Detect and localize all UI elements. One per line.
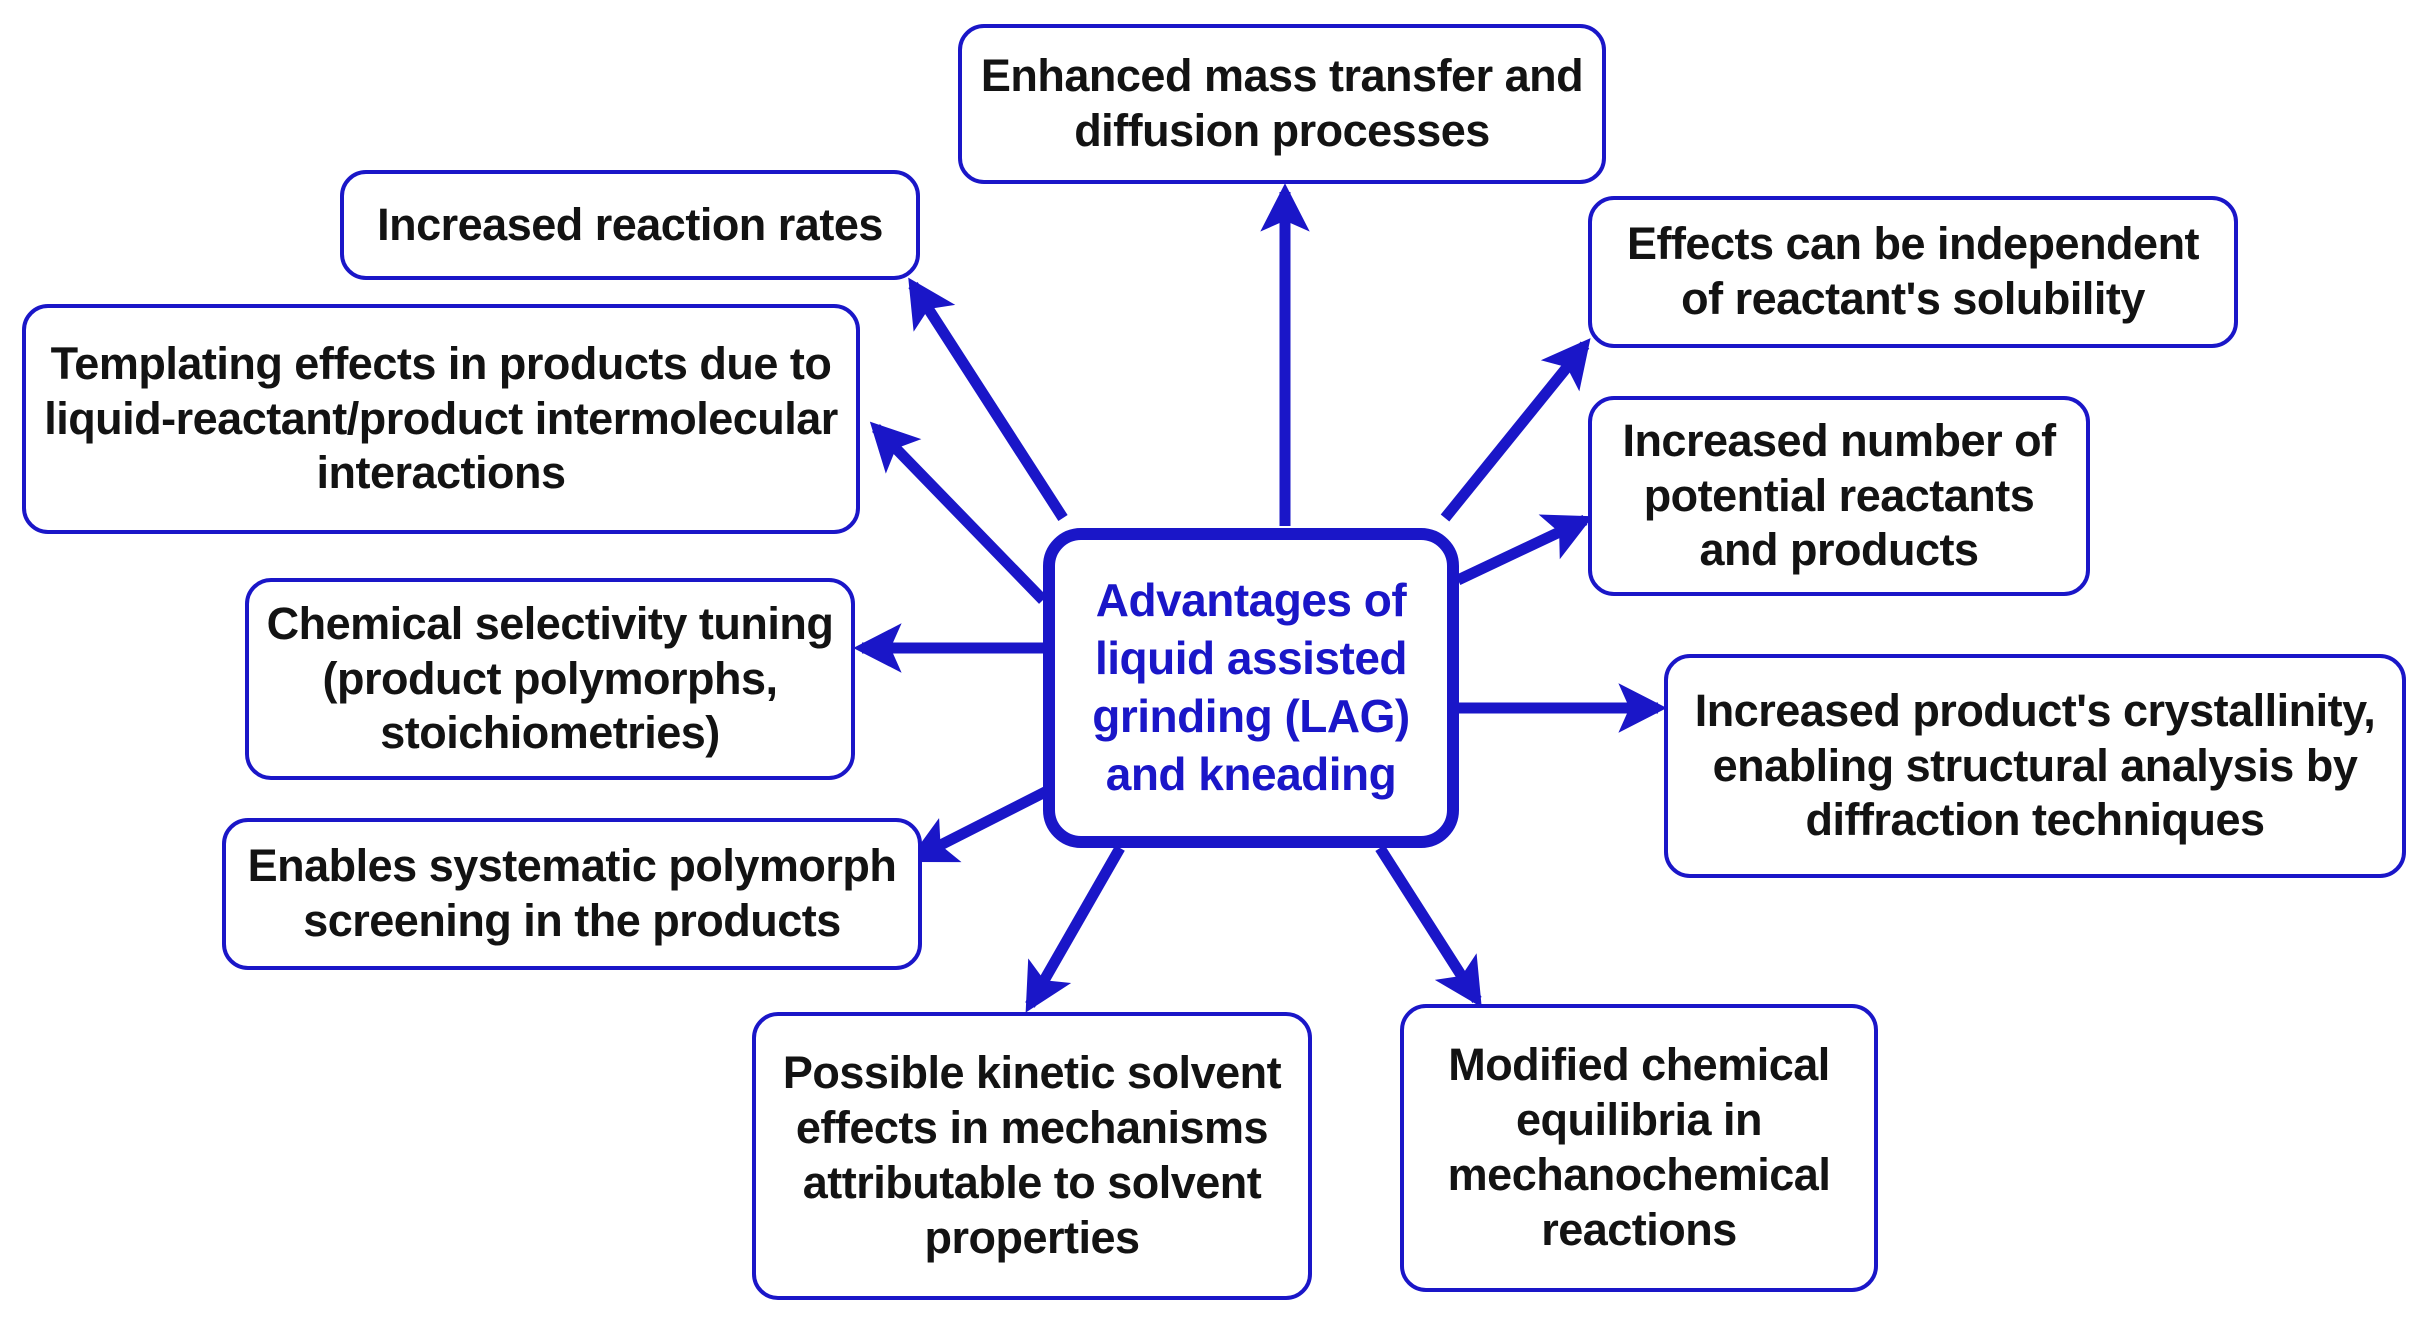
arrow-to-increased-reactants: [1455, 514, 1593, 585]
node-label: Increased number of potential reactants …: [1622, 414, 2056, 576]
node-label: Templating effects in products due to li…: [44, 337, 838, 499]
node-independent-solubility[interactable]: Effects can be independent of reactant's…: [1588, 196, 2238, 348]
node-templating-effects[interactable]: Templating effects in products due to li…: [22, 304, 860, 534]
node-increased-reaction-rates[interactable]: Increased reaction rates: [340, 170, 920, 280]
node-polymorph-screening[interactable]: Enables systematic polymorph screening i…: [222, 818, 922, 970]
arrow-to-increased-reaction-rates: [908, 277, 1068, 521]
node-label: Enhanced mass transfer and diffusion pro…: [980, 50, 1584, 156]
node-kinetic-solvent-effects[interactable]: Possible kinetic solvent effects in mech…: [752, 1012, 1312, 1300]
node-chemical-selectivity[interactable]: Chemical selectivity tuning (product pol…: [245, 578, 855, 780]
center-node-advantages-of-lag[interactable]: Advantages of liquid assisted grinding (…: [1043, 528, 1459, 848]
node-increased-reactants[interactable]: Increased number of potential reactants …: [1588, 396, 2090, 596]
arrow-to-independent-solubility: [1440, 338, 1591, 522]
node-label: Enables systematic polymorph screening i…: [247, 840, 897, 946]
node-label: Possible kinetic solvent effects in mech…: [782, 1047, 1282, 1263]
node-label: Effects can be independent of reactant's…: [1626, 218, 2200, 324]
node-label: Chemical selectivity tuning (product pol…: [266, 597, 834, 759]
arrow-to-modified-equilibria: [1375, 845, 1482, 1008]
center-node-label: Advantages of liquid assisted grinding (…: [1092, 574, 1410, 800]
arrow-to-polymorph-screening: [907, 785, 1052, 863]
node-label: Modified chemical equilibria in mechanoc…: [1447, 1039, 1831, 1255]
node-label: Increased product's crystallinity, enabl…: [1694, 684, 2376, 846]
node-modified-equilibria[interactable]: Modified chemical equilibria in mechanoc…: [1400, 1004, 1878, 1292]
node-increased-crystallinity[interactable]: Increased product's crystallinity, enabl…: [1664, 654, 2406, 878]
arrow-to-kinetic-solvent: [1025, 845, 1125, 1013]
node-enhanced-mass-transfer[interactable]: Enhanced mass transfer and diffusion pro…: [958, 24, 1606, 184]
arrow-to-templating-effects: [869, 421, 1047, 604]
node-label: Increased reaction rates: [377, 198, 883, 250]
